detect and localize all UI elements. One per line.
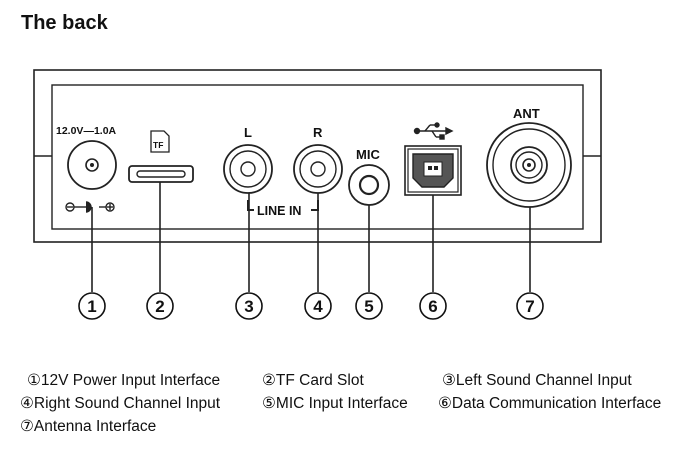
polarity-icon <box>65 201 115 213</box>
callout-4: 4 <box>304 292 332 320</box>
page-title: The back <box>21 12 108 34</box>
legend-marker: ① <box>27 372 41 389</box>
usb-b-port <box>404 145 462 196</box>
legend-marker: ③ <box>442 372 456 389</box>
antenna-connector: ANT <box>486 106 572 208</box>
right-channel-label: R <box>313 125 323 140</box>
callout-5: 5 <box>355 292 383 320</box>
callout-number: 1 <box>87 297 96 316</box>
mic-label: MIC <box>356 147 380 162</box>
power-rating-label: 12.0V—1.0A <box>56 125 117 137</box>
legend-text: TF Card Slot <box>275 372 364 389</box>
mic-jack: MIC <box>348 147 390 206</box>
tf-label: TF <box>153 140 163 150</box>
callout-number: 3 <box>244 297 253 316</box>
legend-item-2: ②TF Card Slot <box>262 371 364 390</box>
leader-lines <box>91 182 531 292</box>
legend-text: Data Communication Interface <box>451 395 662 412</box>
callout-3: 3 <box>235 292 263 320</box>
legend-item-6: ⑥Data Communication Interface <box>438 394 661 413</box>
legend-marker: ⑥ <box>438 395 452 412</box>
left-rca-jack: L <box>223 125 273 194</box>
legend-item-4: ④Right Sound Channel Input <box>20 394 220 413</box>
legend-item-1: ①12V Power Input Interface <box>27 371 220 390</box>
callout-number: 4 <box>313 297 323 316</box>
callout-number: 2 <box>155 297 164 316</box>
tf-card-icon: TF <box>150 130 170 153</box>
line-in-label: LINE IN <box>257 204 301 218</box>
callout-6: 6 <box>419 292 447 320</box>
legend-text: Left Sound Channel Input <box>455 372 632 389</box>
legend-marker: ④ <box>20 395 34 412</box>
callout-2: 2 <box>146 292 174 320</box>
legend-marker: ⑤ <box>262 395 276 412</box>
usb-icon <box>413 122 454 140</box>
right-rca-jack: R <box>293 125 343 194</box>
ant-label: ANT <box>513 106 540 121</box>
legend-marker: ② <box>262 372 276 389</box>
callout-number: 7 <box>525 297 534 316</box>
power-jack: 12.0V—1.0A <box>56 125 117 190</box>
legend-item-5: ⑤MIC Input Interface <box>262 394 408 413</box>
tf-card-slot: TF <box>128 130 194 183</box>
legend-text: Right Sound Channel Input <box>33 395 221 412</box>
legend-item-7: ⑦Antenna Interface <box>20 417 156 436</box>
callout-1: 1 <box>78 292 106 320</box>
callout-number: 6 <box>428 297 437 316</box>
callout-number: 5 <box>364 297 373 316</box>
legend-text: MIC Input Interface <box>275 395 408 412</box>
legend-item-3: ③Left Sound Channel Input <box>442 371 632 390</box>
legend-text: Antenna Interface <box>33 418 157 435</box>
legend-marker: ⑦ <box>20 418 34 435</box>
legend-text: 12V Power Input Interface <box>40 372 221 389</box>
left-channel-label: L <box>244 125 252 140</box>
callout-7: 7 <box>516 292 544 320</box>
